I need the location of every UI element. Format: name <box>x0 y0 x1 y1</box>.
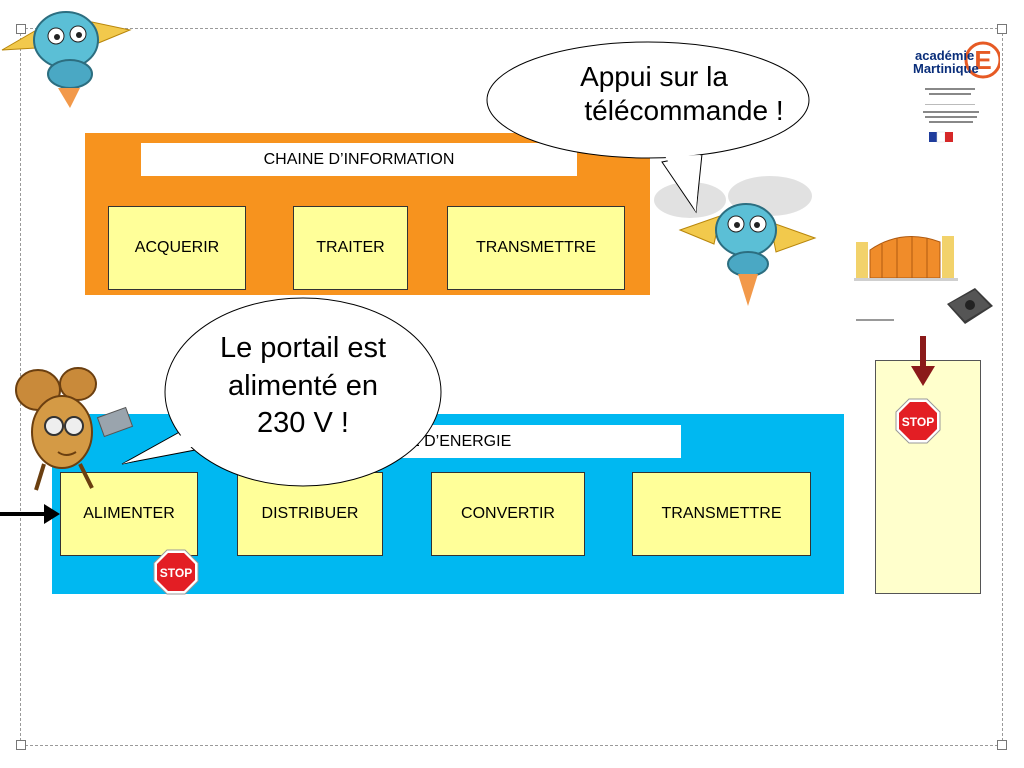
small-caption-icon <box>856 319 894 321</box>
input-arrow-icon <box>0 504 60 524</box>
flying-robot-creature-icon <box>654 176 817 306</box>
bubble-power-line1: Le portail est <box>219 332 387 364</box>
stop-sign-icon: STOP <box>153 549 199 595</box>
logo-name-line2: Martinique <box>913 61 979 76</box>
stop-sign-icon: STOP <box>895 398 941 444</box>
block-acquerir[interactable]: ACQUERIR <box>108 206 246 290</box>
logo-letter: E <box>974 45 991 75</box>
frame-handle[interactable] <box>997 24 1007 34</box>
gate-icon <box>854 236 958 281</box>
stop-sign-label: STOP <box>160 566 192 580</box>
block-transmettre-energy[interactable]: TRANSMETTRE <box>632 472 811 556</box>
logo-name-line1: académie <box>915 48 974 63</box>
information-chain-title: CHAINE D’INFORMATION <box>141 143 577 176</box>
bubble-power-line2: alimenté en <box>228 369 378 402</box>
remote-control-icon <box>947 288 993 324</box>
bubble-power-line3: 230 V ! <box>257 407 349 440</box>
block-convertir[interactable]: CONVERTIR <box>431 472 585 556</box>
speech-bubble-power <box>121 297 442 487</box>
academie-logo-icon: E académie Martinique <box>913 41 1000 143</box>
bubble-power-text: Le portail est alimenté en 230 V ! <box>183 330 423 443</box>
mouse-creature-icon <box>15 367 134 491</box>
bubble-remote-line1: Appui sur la <box>580 61 728 92</box>
block-traiter[interactable]: TRAITER <box>293 206 408 290</box>
block-transmettre-info[interactable]: TRANSMETTRE <box>447 206 625 290</box>
down-arrow-icon <box>911 336 935 386</box>
frame-handle[interactable] <box>16 740 26 750</box>
gate-state-panel <box>875 360 981 594</box>
frame-handle[interactable] <box>997 740 1007 750</box>
flying-robot-creature-icon <box>1 11 132 108</box>
speech-bubble-remote <box>486 41 810 214</box>
frame-handle[interactable] <box>16 24 26 34</box>
block-alimenter[interactable]: ALIMENTER <box>60 472 198 556</box>
bubble-remote-line2: télécommande ! <box>584 94 784 126</box>
stop-sign-label: STOP <box>902 415 934 429</box>
bubble-remote-text: Appui sur la télécommande ! <box>524 60 804 127</box>
